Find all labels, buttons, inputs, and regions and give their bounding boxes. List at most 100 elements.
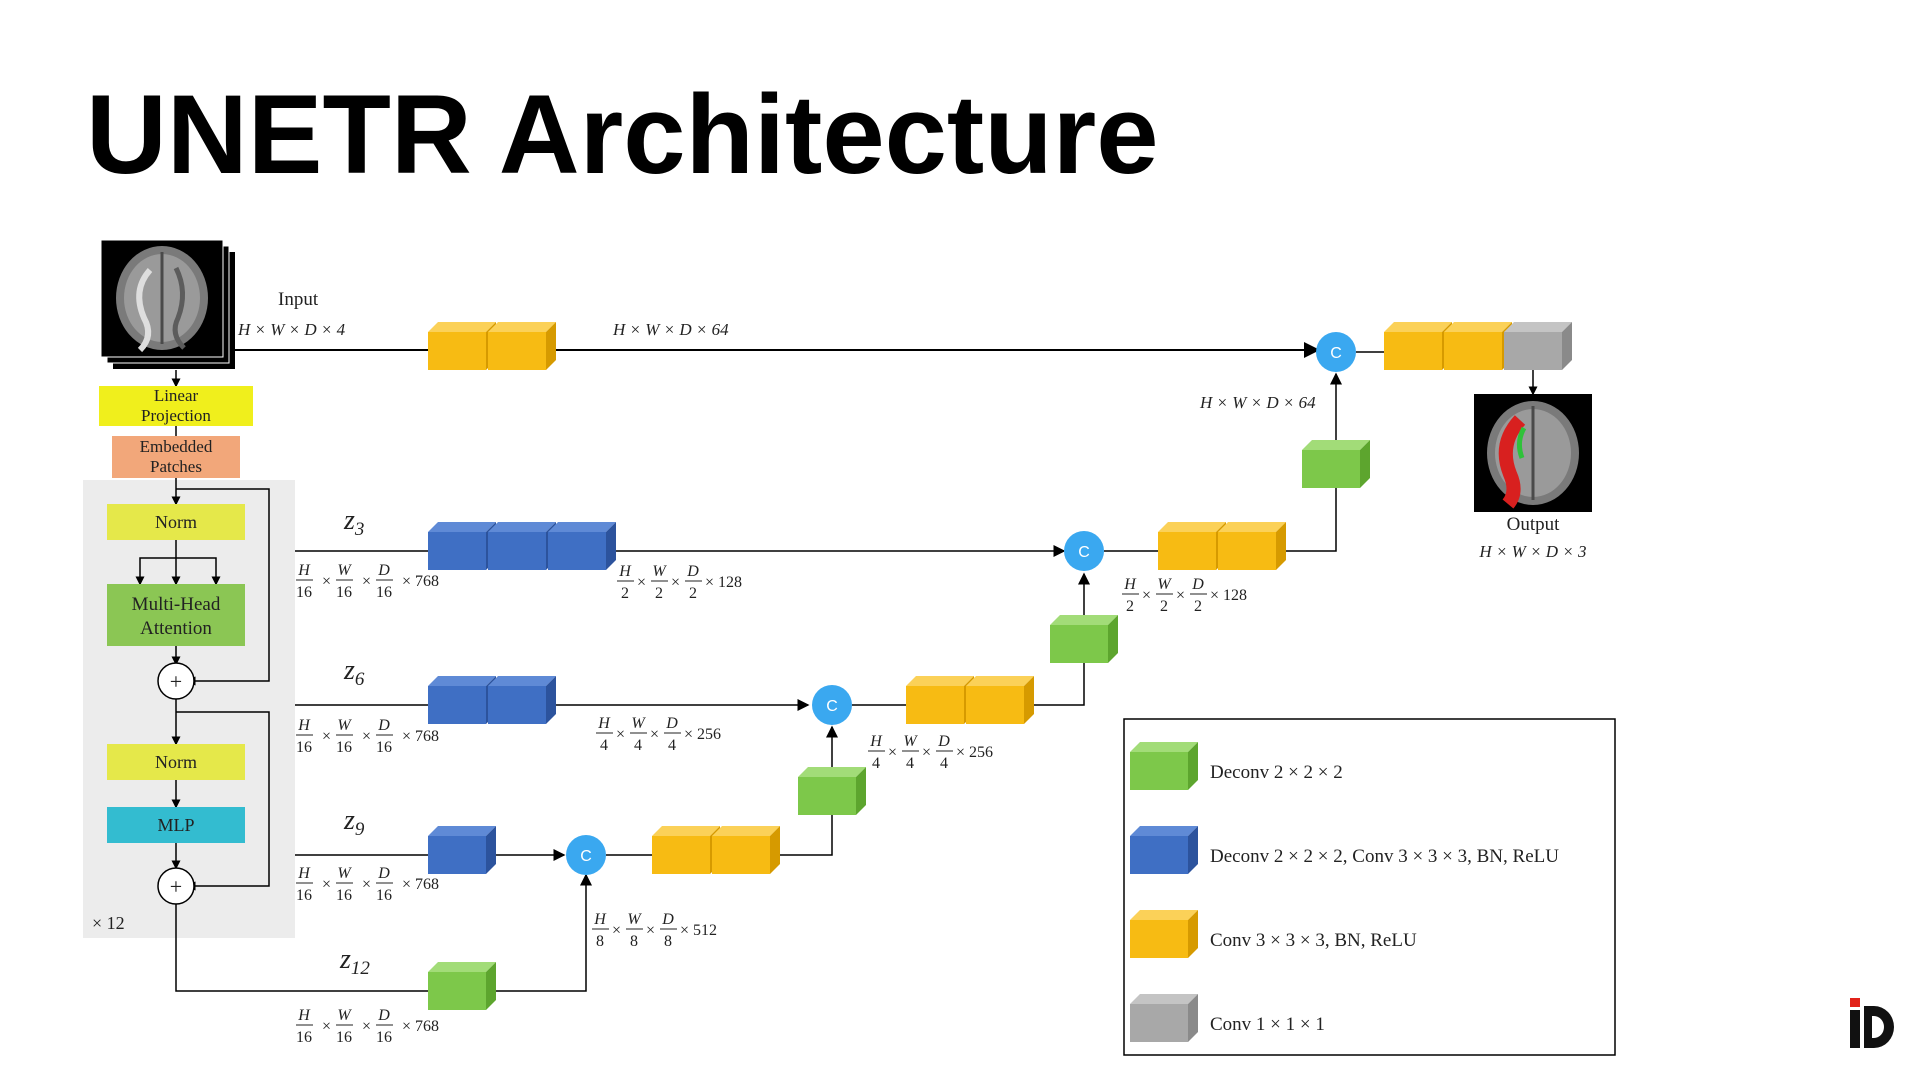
svg-text:z12: z12 [339, 944, 370, 979]
fraction-numerator: D [661, 911, 674, 928]
z6-label: z6 [343, 655, 365, 690]
fraction-denominator: 8 [630, 933, 638, 950]
shape-suffix: × 768 [402, 728, 439, 745]
legend-label: Conv 3 × 3 × 3, BN, ReLU [1210, 930, 1417, 951]
times-symbol: × [322, 876, 331, 893]
final-conv-blocks [1384, 322, 1572, 370]
half-shape-label-right: H2×W2×D2× 128 [1122, 576, 1247, 615]
z9-label: z9 [343, 805, 365, 840]
plus-symbol-1: + [170, 669, 182, 694]
embedded-patches-line2: Patches [150, 457, 202, 476]
z12-deconv-block [428, 962, 496, 1010]
mlp-label: MLP [157, 815, 194, 835]
fraction-numerator: W [631, 715, 646, 732]
legend-label: Deconv 2 × 2 × 2, Conv 3 × 3 × 3, BN, Re… [1210, 846, 1559, 867]
fraction-denominator: 4 [668, 737, 676, 754]
fraction-denominator: 16 [336, 887, 352, 904]
concat-node-full [1316, 332, 1356, 372]
eighth-upsample-block [798, 767, 866, 815]
fraction-denominator: 8 [664, 933, 672, 950]
fraction-numerator: H [297, 865, 311, 882]
shape-suffix: × 512 [680, 922, 717, 939]
fraction-denominator: 4 [872, 755, 880, 772]
fraction-numerator: H [593, 911, 607, 928]
concat-node-quarter [812, 685, 852, 725]
concat-node-eighth [566, 835, 606, 875]
fraction-denominator: 16 [336, 584, 352, 601]
fraction-numerator: W [337, 562, 352, 579]
repeat-label: × 12 [92, 913, 125, 933]
fraction-denominator: 16 [296, 739, 312, 756]
times-symbol: × [322, 573, 331, 590]
embedded-patches-line1: Embedded [140, 437, 213, 456]
times-symbol: × [888, 744, 897, 761]
concat-symbol-quarter: C [826, 698, 838, 715]
fraction-numerator: W [903, 733, 918, 750]
fraction-denominator: 16 [296, 887, 312, 904]
fraction-denominator: 16 [336, 1029, 352, 1046]
eighth-conv-blocks [652, 826, 780, 874]
times-symbol: × [322, 1018, 331, 1035]
quarter-shape-label-right: H4×W4×D4× 256 [868, 733, 993, 772]
fraction-numerator: W [337, 1007, 352, 1024]
fraction-numerator: H [1123, 576, 1137, 593]
shape-suffix: × 768 [402, 876, 439, 893]
z9-shape-label: H16×W16×D16× 768 [296, 865, 439, 904]
top-right-shape-label: H × W × D × 64 [1199, 393, 1316, 412]
legend-item: Deconv 2 × 2 × 2, Conv 3 × 3 × 3, BN, Re… [1130, 826, 1559, 874]
input-shape: H × W × D × 4 [237, 320, 346, 339]
fraction-numerator: D [377, 717, 390, 734]
quarter-conv-blocks [906, 676, 1034, 724]
top-shape-label: H × W × D × 64 [612, 320, 729, 339]
mha-line2: Attention [140, 618, 212, 639]
norm-label-2: Norm [155, 752, 197, 772]
shape-suffix: × 256 [956, 744, 993, 761]
times-symbol: × [362, 728, 371, 745]
z3-deconv-blocks [428, 522, 616, 570]
quarter-shape-label-left: H4×W4×D4× 256 [596, 715, 721, 754]
legend-item: Deconv 2 × 2 × 2 [1130, 742, 1343, 790]
quarter-upsample-block [1050, 615, 1118, 663]
times-symbol: × [650, 726, 659, 743]
svg-text:z9: z9 [343, 805, 365, 840]
times-symbol: × [1176, 587, 1185, 604]
embedded-patches-box [112, 436, 240, 478]
norm-box-2 [107, 744, 245, 780]
shape-suffix: × 768 [402, 573, 439, 590]
fraction-numerator: D [686, 563, 699, 580]
output-shape: H × W × D × 3 [1478, 542, 1586, 561]
shape-suffix: × 768 [402, 1018, 439, 1035]
encoder-background [83, 480, 295, 938]
mha-line1: Multi-Head [132, 594, 221, 615]
fraction-numerator: W [1157, 576, 1172, 593]
concat-symbol-eighth: C [580, 848, 592, 865]
linear-projection-line1: Linear [154, 386, 199, 405]
fraction-denominator: 16 [336, 739, 352, 756]
input-mri-image [100, 239, 235, 369]
fraction-denominator: 4 [940, 755, 948, 772]
output-label: Output [1507, 514, 1561, 535]
fraction-denominator: 16 [376, 739, 392, 756]
times-symbol: × [1142, 587, 1151, 604]
fraction-denominator: 16 [376, 1029, 392, 1046]
concat-symbol-full: C [1330, 345, 1342, 362]
fraction-denominator: 4 [634, 737, 642, 754]
fraction-numerator: H [297, 562, 311, 579]
times-symbol: × [612, 922, 621, 939]
legend-label: Conv 1 × 1 × 1 [1210, 1014, 1325, 1035]
page-title: UNETR Architecture [86, 72, 1159, 197]
concat-symbol-half: C [1078, 544, 1090, 561]
norm-box-1 [107, 504, 245, 540]
brand-logo [1850, 996, 1898, 1053]
half-conv-blocks [1158, 522, 1286, 570]
fraction-denominator: 16 [376, 584, 392, 601]
z12-label: z12 [339, 944, 370, 979]
fraction-numerator: D [937, 733, 950, 750]
svg-text:z3: z3 [343, 505, 364, 540]
times-symbol: × [922, 744, 931, 761]
fraction-numerator: D [665, 715, 678, 732]
top-conv-blocks [428, 322, 556, 370]
norm-label-1: Norm [155, 512, 197, 532]
fraction-denominator: 8 [596, 933, 604, 950]
legend-label: Deconv 2 × 2 × 2 [1210, 762, 1343, 783]
